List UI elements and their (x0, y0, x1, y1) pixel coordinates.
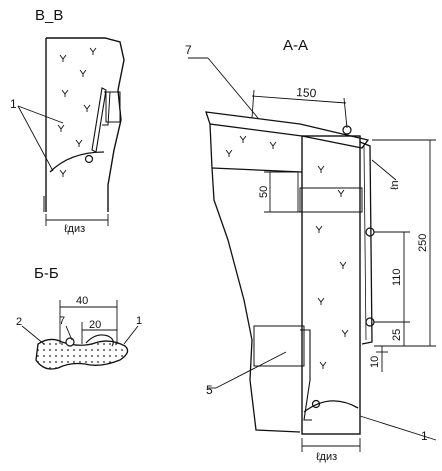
dim-bb-20: 20 (89, 319, 101, 331)
section-vv-title: В_В (35, 7, 63, 24)
dim-aa-110: 110 (391, 268, 403, 286)
side-label-ln: ℓn (389, 180, 401, 190)
callout-bb-2: 2 (16, 316, 22, 328)
section-bb-title: Б-Б (34, 265, 59, 282)
section-vv-dim-label: ℓдиз (64, 223, 85, 235)
callout-bb-7: 7 (59, 315, 65, 327)
section-bb-view (21, 300, 139, 370)
callout-bb-1: 1 (136, 315, 142, 327)
dim-aa-25: 25 (391, 329, 403, 341)
section-vv-view (17, 37, 125, 226)
dim-aa-250: 250 (417, 234, 429, 252)
callout-aa-5: 5 (206, 383, 213, 397)
callout-vv-1: 1 (10, 97, 17, 111)
section-aa-dim-label: ℓдиз (316, 451, 337, 463)
dim-bb-40: 40 (76, 295, 88, 307)
callout-aa-7: 7 (185, 43, 192, 57)
section-aa-title: А-А (283, 37, 308, 54)
dim-aa-150: 150 (296, 85, 317, 100)
callout-aa-1: 1 (421, 429, 428, 443)
dim-aa-10: 10 (369, 356, 381, 368)
section-aa-view (188, 57, 437, 452)
dim-aa-50: 50 (258, 186, 270, 198)
